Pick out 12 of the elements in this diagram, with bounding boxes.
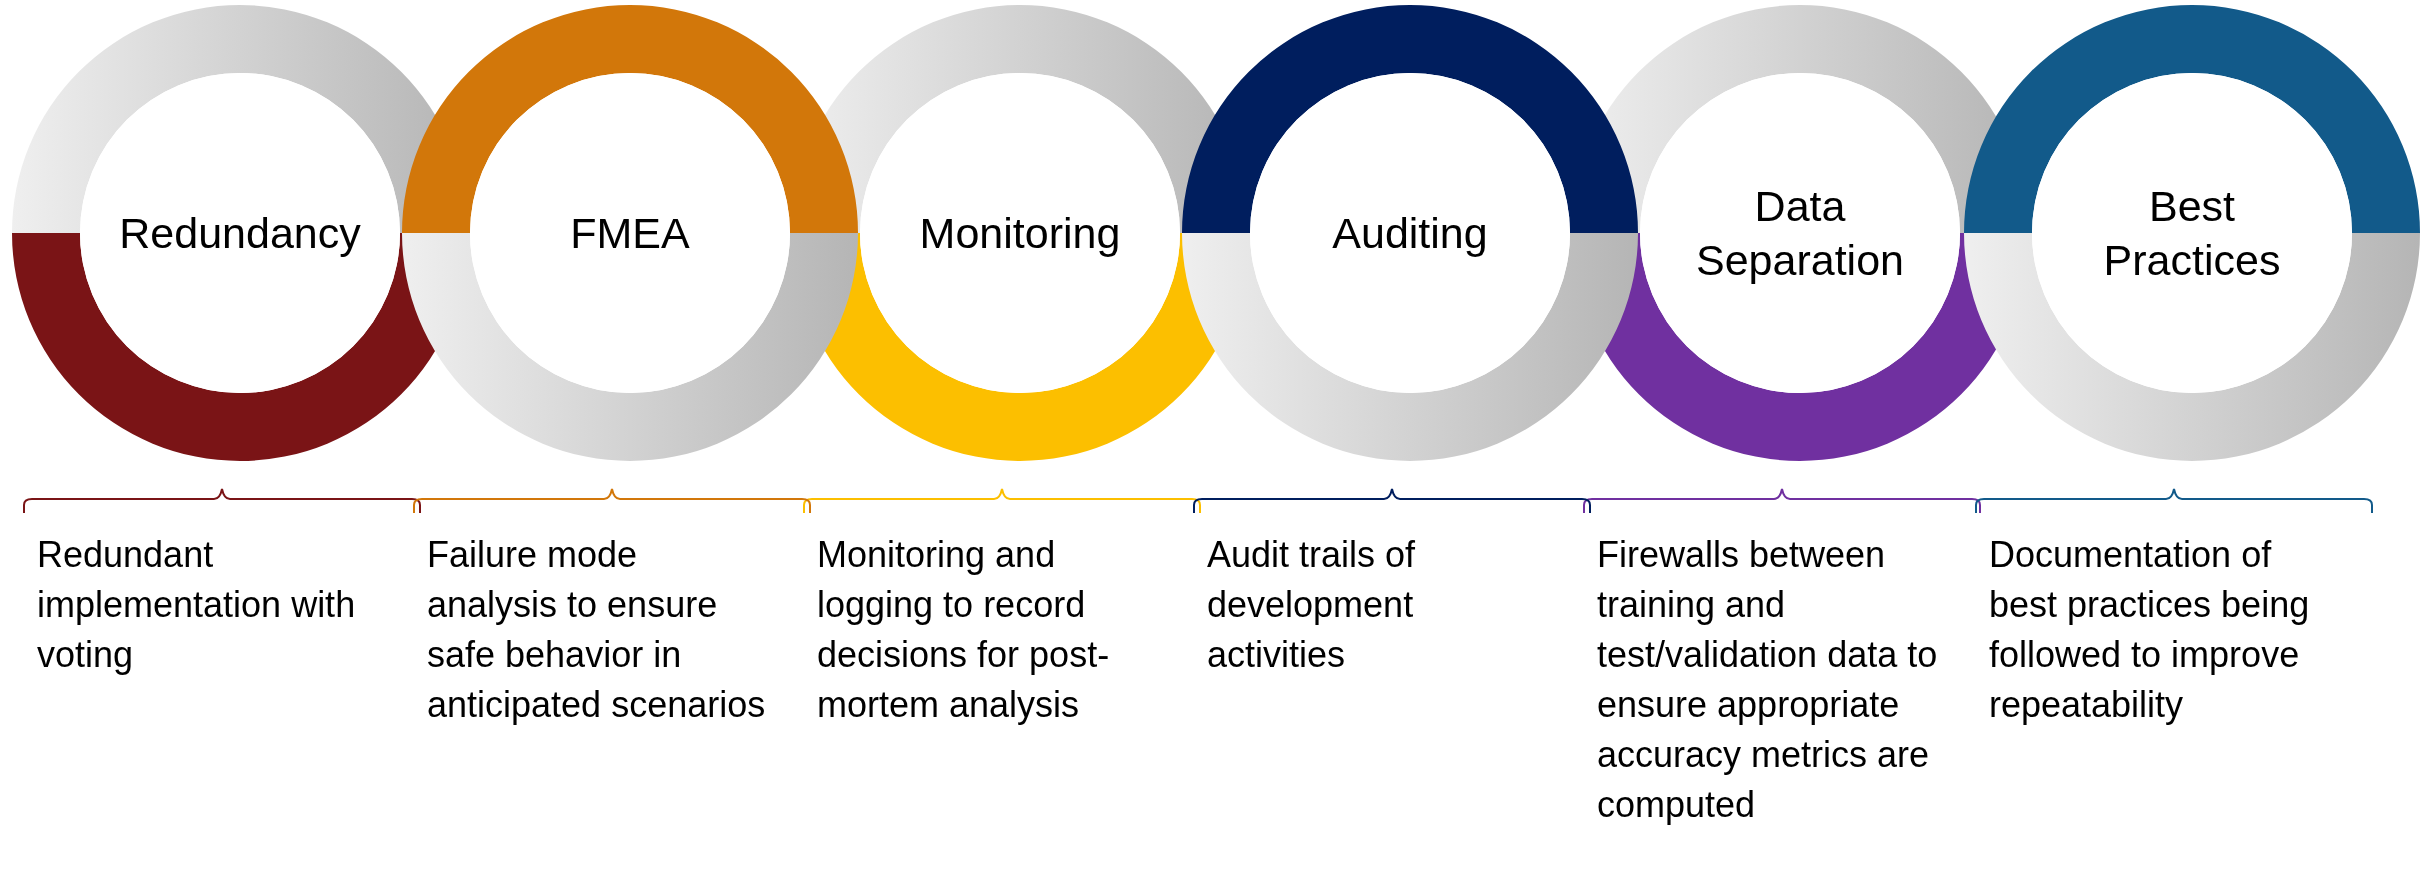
description-text: Audit trails of development activities [1207, 533, 1417, 677]
ring-label: Auditing [1331, 208, 1489, 259]
description-text: Documentation of best practices being followed to improve repeatability [1989, 533, 2311, 727]
ring-label: FMEA [569, 208, 691, 259]
ring-label: Data Separation [1695, 181, 1905, 286]
ring-label: Best Practices [2102, 181, 2282, 286]
ring-label: Redundancy [118, 208, 362, 259]
description-text: Monitoring and logging to record decisions for post-mortem analysis [817, 533, 1111, 727]
ring-label: Monitoring [918, 208, 1122, 259]
description-text: Redundant implementation with voting [37, 533, 357, 677]
description-text: Firewalls between training and test/validation data to ensure appropriate accuracy metrics are computed [1597, 533, 1939, 827]
description-text: Failure mode analysis to ensure safe behavior in anticipated scenarios [427, 533, 767, 727]
